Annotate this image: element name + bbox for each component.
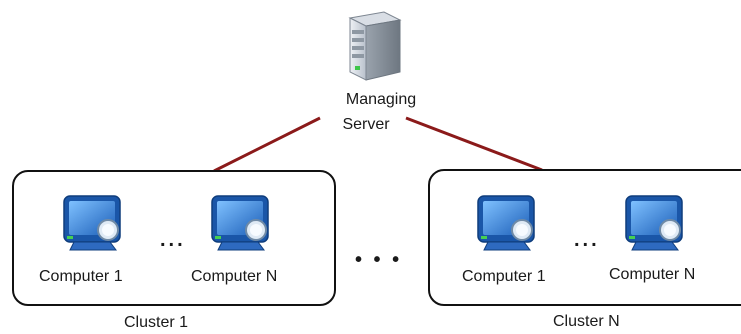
cluster-1-computer-1-label: Computer 1: [39, 268, 123, 285]
cluster-n-computer-1-label: Computer 1: [462, 268, 546, 285]
cluster-1-box: [12, 170, 336, 306]
cluster-n-label: Cluster N: [553, 313, 620, 330]
connector-line-cluster-1: [213, 116, 321, 173]
connector-line-cluster-n: [405, 116, 543, 172]
cluster-1-label: Cluster 1: [124, 314, 189, 331]
between-clusters-ellipsis: • • •: [355, 249, 403, 271]
cluster-n-ellipsis: ...: [574, 229, 600, 251]
server-icon: [348, 11, 402, 81]
server-label-line2: Server: [342, 116, 390, 133]
cluster-1-ellipsis: ...: [160, 229, 186, 251]
computer-monitor-icon: [625, 195, 683, 251]
computer-monitor-icon: [477, 195, 535, 251]
computer-monitor-icon: [211, 195, 269, 251]
cluster-n-computer-n-label: Computer N: [609, 266, 696, 283]
server-label-line1: Managing: [345, 91, 417, 108]
computer-monitor-icon: [63, 195, 121, 251]
cluster-1-computer-n-label: Computer N: [191, 268, 278, 285]
